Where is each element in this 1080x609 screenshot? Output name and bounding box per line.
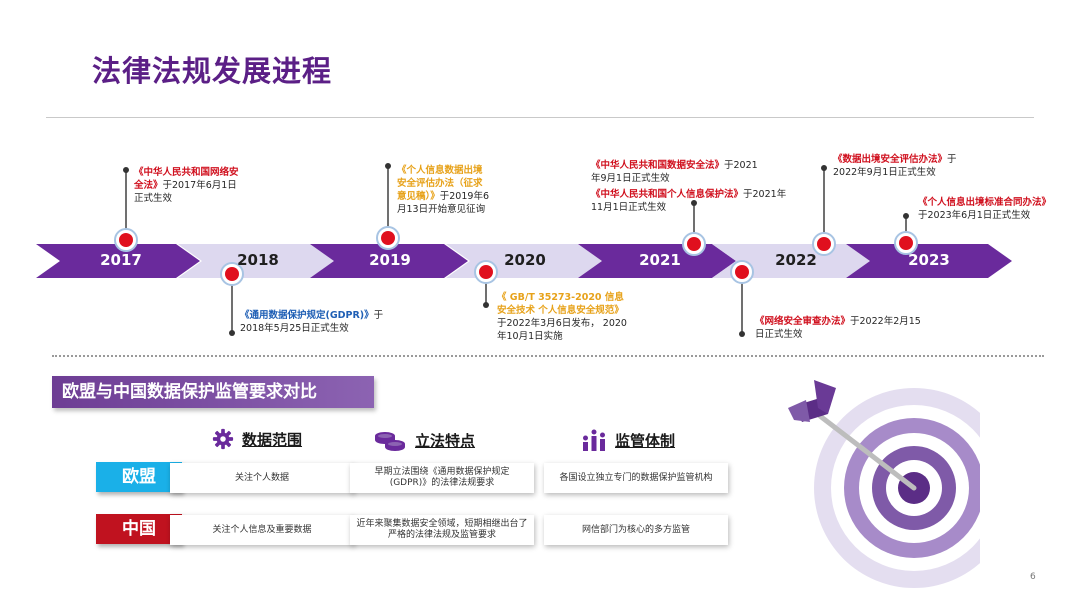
event-2021-pipl: 《中华人民共和国个人信息保护法》于2021年11月1日正式生效: [591, 188, 791, 214]
year-label-2022: 2022: [775, 251, 817, 269]
event-title: 《通用数据保护规定(GDPR)》: [240, 310, 374, 321]
event-title: 《个人信息出境标准合同办法》: [918, 197, 1052, 208]
event-text: 于2022年3月6日发布， 2020年10月1日实施: [497, 318, 627, 342]
year-label-2023: 2023: [908, 251, 950, 269]
coins-icon: [375, 432, 405, 451]
event-2020: 《 GB/T 35273-2020 信息安全技术 个人信息安全规范》于2022年…: [497, 291, 633, 343]
column-header-data-scope: 数据范围: [212, 428, 302, 450]
column-header-label: 立法特点: [415, 431, 476, 450]
arrow-2018: [178, 244, 336, 278]
event-title: 《网络安全审查办法》: [755, 316, 851, 327]
event-2021-data-security: 《中华人民共和国数据安全法》于2021年9月1日正式生效: [591, 159, 761, 185]
year-label-2018: 2018: [237, 251, 279, 269]
gear-icon: [212, 428, 234, 450]
year-label-2021: 2021: [639, 251, 681, 269]
year-label-2020: 2020: [504, 251, 546, 269]
event-text: 于2018年5月25日正式生效: [240, 310, 384, 334]
cell-china-legislation: 近年来聚集数据安全领域，短期相继出台了严格的法律法规及监管要求: [350, 515, 534, 545]
event-text: 于2021年9月1日正式生效: [591, 160, 758, 184]
column-header-regulation: 监管体制: [581, 428, 675, 452]
target-illustration: [788, 380, 980, 588]
column-header-legislation: 立法特点: [373, 428, 475, 452]
cell-eu-data-scope: 关注个人数据: [170, 463, 354, 493]
marker-2020: [474, 260, 498, 284]
event-2023: 《个人信息出境标准合同办法》于2023年6月1日正式生效: [918, 196, 1052, 222]
column-header-label: 监管体制: [615, 431, 676, 450]
event-text: 于2022年9月1日正式生效: [833, 154, 957, 178]
event-title: 《数据出境安全评估办法》: [833, 154, 948, 165]
event-title: 《 GB/T 35273-2020 信息安全技术 个人信息安全规范》: [497, 292, 624, 316]
row-label-china: 中国: [96, 514, 182, 544]
arrow-2017: [36, 244, 200, 278]
event-2019: 《个人信息数据出境安全评估办法（征求意见稿）》于2019年6月13日开始意见征询: [397, 164, 489, 216]
event-title: 《中华人民共和国网络安全法》: [134, 167, 239, 191]
event-text: 于2023年6月1日正式生效: [918, 210, 1031, 221]
people-chart-icon: [583, 429, 605, 451]
arrow-2019: [310, 244, 468, 278]
event-text: 于2017年6月1日正式生效: [134, 180, 237, 204]
marker-2023: [894, 231, 918, 255]
event-text: 于2019年6月13日开始意见征询: [397, 191, 489, 215]
cell-eu-legislation: 早期立法围绕《通用数据保护规定(GDPR)》的法律法规要求: [350, 463, 534, 493]
cell-china-regulation: 网信部门为核心的多方监管: [544, 515, 728, 545]
event-title: 《个人信息数据出境安全评估办法（征求意见稿）》: [397, 165, 483, 202]
event-title: 《中华人民共和国数据安全法》: [591, 160, 725, 171]
cell-eu-regulation: 各国设立独立专门的数据保护监管机构: [544, 463, 728, 493]
event-2022-export-assessment: 《数据出境安全评估办法》于2022年9月1日正式生效: [833, 153, 973, 179]
year-label-2017: 2017: [100, 251, 142, 269]
marker-2022-feb: [730, 260, 754, 284]
event-text: 于2022年2月15日正式生效: [755, 316, 921, 340]
page-number: 6: [1030, 572, 1036, 582]
arrow-2023: [846, 244, 1012, 278]
page-title: 法律法规发展进程: [92, 54, 333, 88]
event-text: 于2021年11月1日正式生效: [591, 189, 787, 213]
column-header-label: 数据范围: [242, 430, 303, 449]
marker-2022-sep: [812, 232, 836, 256]
marker-2019: [376, 226, 400, 250]
event-title: 《中华人民共和国个人信息保护法》: [591, 189, 744, 200]
section-divider: [52, 355, 1044, 357]
year-label-2019: 2019: [369, 251, 411, 269]
row-label-eu: 欧盟: [96, 462, 182, 492]
title-underline: [46, 117, 1034, 118]
comparison-title: 欧盟与中国数据保护监管要求对比: [52, 376, 374, 408]
event-2017: 《中华人民共和国网络安全法》于2017年6月1日正式生效: [134, 166, 244, 205]
marker-2018: [220, 262, 244, 286]
cell-china-data-scope: 关注个人信息及重要数据: [170, 515, 354, 545]
marker-2017: [114, 228, 138, 252]
marker-2021: [682, 232, 706, 256]
leader-dots: [123, 163, 909, 337]
event-2022-cyber-review: 《网络安全审查办法》于2022年2月15日正式生效: [755, 315, 923, 341]
event-2018: 《通用数据保护规定(GDPR)》于2018年5月25日正式生效: [240, 309, 398, 335]
